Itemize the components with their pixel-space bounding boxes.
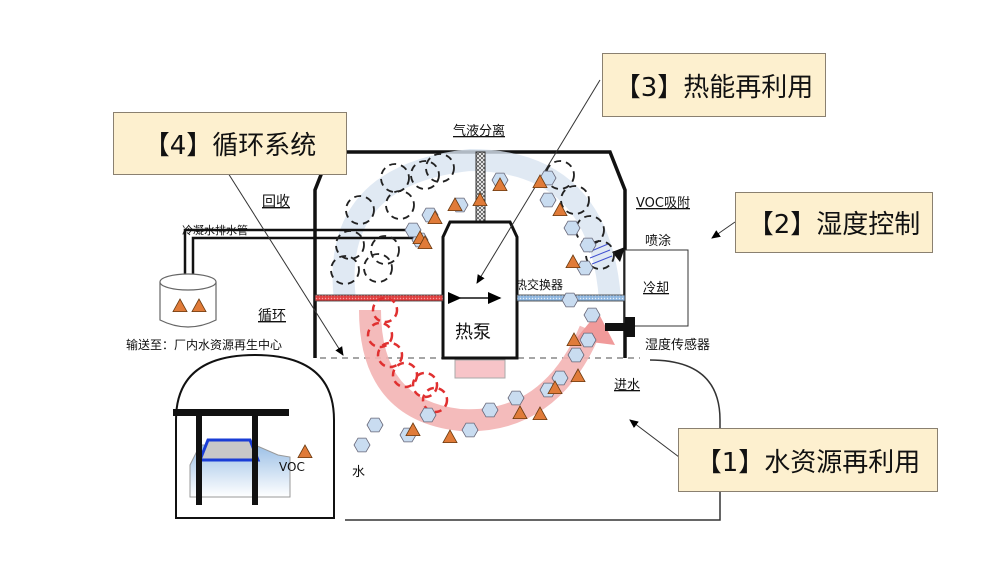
callout-humidity-control: 【2】湿度控制 [735,192,933,253]
vapor-bubble [335,230,365,260]
vapor-bubble [371,296,399,324]
voc-particle [442,429,458,444]
humidity-sensor [605,323,630,331]
label-humidity-sensor: 湿度传感器 [645,337,710,353]
vapor-bubble [410,160,440,190]
car-roof [197,438,261,462]
water-particle [579,237,597,253]
water-particle [539,192,557,208]
voc-particle [492,177,508,192]
vapor-bubble [560,185,590,215]
voc-particle [512,405,528,420]
voc-particle [447,197,463,212]
voc-particle [405,422,421,437]
voc-particle [565,254,581,269]
voc-particle [547,380,563,395]
vapor-bubble [366,321,394,349]
vapor-bubble [411,371,439,399]
label-cooling: 冷却 [643,281,669,296]
label-delivery: 输送至：厂内水资源再生中心 [126,337,282,352]
voc-particle [472,192,488,207]
voc-particle [570,368,586,383]
gantry-top [173,409,289,416]
label-recovery: 回收 [262,194,290,210]
callout-c1-text: 【1】水资源再利用 [695,447,921,478]
water-particle [551,370,569,386]
label-water: 水 [352,465,365,480]
water-particle [366,417,384,433]
voc-particle [532,174,548,189]
label-water-inlet: 进水 [614,378,640,393]
label-voc-adsorption: VOC吸附 [636,196,690,211]
voc-particle [417,235,433,250]
callout-circulation-system: 【4】循环系统 [113,112,347,175]
callout-heat-reuse: 【3】热能再利用 [602,53,826,117]
vapor-bubble [330,255,360,285]
voc-particle [532,406,548,421]
voc-particle [297,444,313,459]
condensate-pipe-outer [183,228,420,275]
condensate-tank-top [159,273,217,291]
callout-c4-text: 【4】循环系统 [143,131,317,161]
label-gas-liquid-separation: 气液分离 [453,123,505,139]
label-heat-exchanger: 热交换器 [515,277,563,292]
callout-c2-text: 【2】湿度控制 [747,210,921,240]
water-particle [461,422,479,438]
condensate-pipe-inner [191,236,420,275]
voc-particle [191,298,207,313]
callout-c3-text: 【3】热能再利用 [614,72,814,103]
vapor-bubble [575,215,605,245]
vapor-bubble [370,235,400,265]
label-heat-pump: 热泵 [455,322,491,343]
lower-booth-outline [345,359,721,521]
vapor-bubble [363,253,393,283]
pointer-c2 [711,221,736,239]
vapor-bubble [385,190,415,220]
water-particle [507,390,525,406]
heat-pump-box [441,220,519,360]
voc-particle [427,210,443,225]
water-particle [561,292,579,308]
gantry-right-leg [252,412,258,505]
pointer-c4 [227,172,344,356]
cool-flow-arc [332,148,621,302]
water-particle [579,332,597,348]
heat-pump-base [454,359,506,379]
vapor-bubble [545,160,575,190]
vapor-bubble [425,153,455,183]
voc-particle [566,332,582,347]
vapor-bubble [380,163,410,193]
gantry-left-leg [196,412,202,505]
voc-particle [552,202,568,217]
vapor-bubble [376,341,404,369]
water-particle [567,347,585,363]
cooling-unit [624,249,689,327]
humidity-sensor-mount [625,317,635,337]
label-voc: VOC [279,460,305,474]
label-spray-coating: 喷涂 [645,233,671,249]
label-circulation: 循环 [258,308,286,324]
water-particle [353,437,371,453]
callout-water-reuse: 【1】水资源再利用 [678,428,938,492]
water-particle [419,407,437,423]
gas-liquid-separator [475,151,486,223]
water-particle [563,220,581,236]
spray-nozzle [612,247,625,262]
water-particle [583,307,601,323]
vapor-bubble [421,386,449,414]
water-particle [481,402,499,418]
vapor-bubble [585,240,615,270]
voc-particle [172,298,188,313]
label-condensate-drain: 冷凝水排水管 [182,223,248,237]
condensate-tank [159,282,217,328]
pointer-c1 [629,419,680,458]
vapor-bubble [345,195,375,225]
